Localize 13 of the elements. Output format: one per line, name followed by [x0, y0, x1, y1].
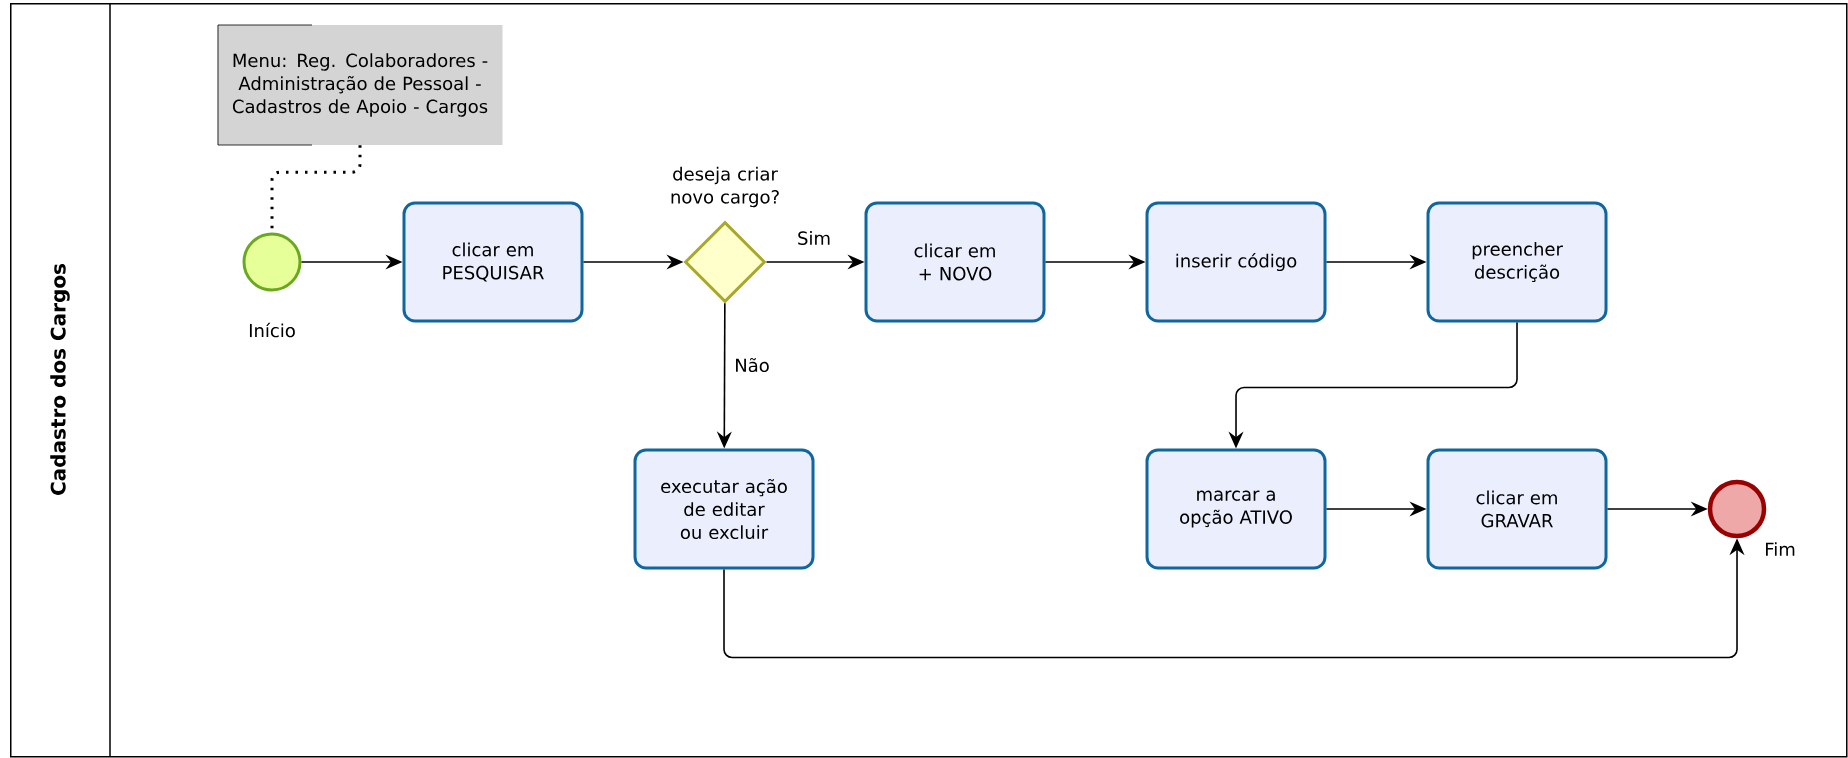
task-box: inserir código	[1145, 201, 1327, 323]
annotation-box: Menu: Reg. Colaboradores - Administração de Pessoal - Cadastros de Apoio - Cargos	[217, 24, 503, 146]
task-box: clicar em PESQUISAR	[402, 201, 584, 323]
task-box: preencher descrição	[1426, 201, 1608, 323]
edge-label: Não	[732, 355, 772, 375]
task-box: clicar em + NOVO	[864, 201, 1046, 323]
task-box: clicar em GRAVAR	[1426, 448, 1608, 570]
task-box: executar ação de editar ou excluir	[633, 448, 815, 570]
event-label: Fim	[1766, 542, 1795, 556]
decision-label: deseja criar novo cargo?	[671, 166, 779, 208]
task-box: marcar a opção ATIVO	[1145, 448, 1327, 570]
edge-label: Sim	[795, 229, 833, 247]
event-label: Início	[249, 322, 295, 338]
